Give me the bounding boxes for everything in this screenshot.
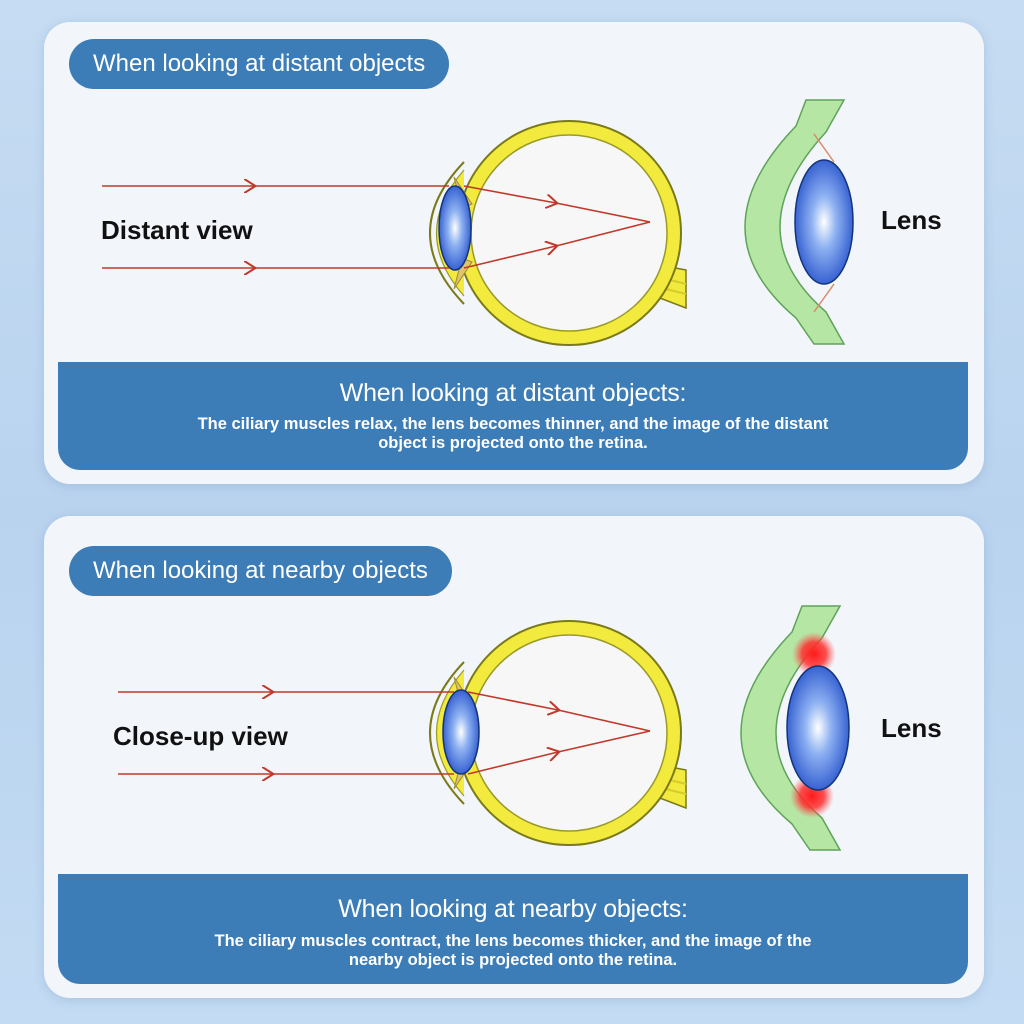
cornea: [429, 161, 465, 305]
eye-interior: [470, 634, 668, 832]
lens-close-up: [794, 159, 854, 285]
eye-interior: [470, 134, 668, 332]
light-rays: [102, 186, 651, 268]
ciliary-body: [744, 99, 846, 345]
nearby-view-label: Close-up view: [113, 721, 288, 751]
distant-panel: When looking at distant objects: [44, 22, 984, 484]
ciliary-lower: [453, 257, 473, 290]
distant-lens-label: Lens: [881, 205, 942, 235]
nearby-lens-label: Lens: [881, 713, 942, 743]
distant-banner-title: When looking at distant objects:: [339, 379, 687, 407]
cornea: [429, 661, 465, 805]
distant-view-label: Distant view: [101, 215, 253, 245]
distant-heading-pill: When looking at distant objects: [69, 39, 450, 89]
nearby-heading-pill: When looking at nearby objects: [69, 546, 452, 596]
lens-close-up-icon: [744, 99, 854, 345]
eye-lens: [438, 185, 472, 271]
light-rays-near: [118, 692, 651, 774]
eye-cross-section-icon-near: [429, 620, 687, 846]
distant-banner-text: The ciliary muscles relax, the lens beco…: [197, 415, 829, 452]
nearby-banner-text: The ciliary muscles contract, the lens b…: [214, 932, 812, 969]
lens-close-up-icon-near: [740, 605, 850, 851]
zonule-upper: [813, 133, 835, 163]
eye-cross-section-icon: [429, 120, 687, 346]
ciliary-body: [740, 605, 842, 851]
nearby-banner-title: When looking at nearby objects:: [338, 895, 688, 923]
zonule-lower: [813, 283, 835, 313]
distant-diagram: [102, 99, 854, 346]
nearby-panel: When looking at nearby objects: [44, 516, 984, 998]
eye-lens: [442, 689, 480, 775]
lens-close-up: [786, 665, 850, 791]
contracted-muscle-upper: [792, 632, 836, 676]
distant-explanation-banner: When looking at distant objects: The cil…: [58, 362, 968, 470]
nearby-diagram: [118, 605, 850, 851]
nearby-explanation-banner: When looking at nearby objects: The cili…: [58, 874, 968, 984]
